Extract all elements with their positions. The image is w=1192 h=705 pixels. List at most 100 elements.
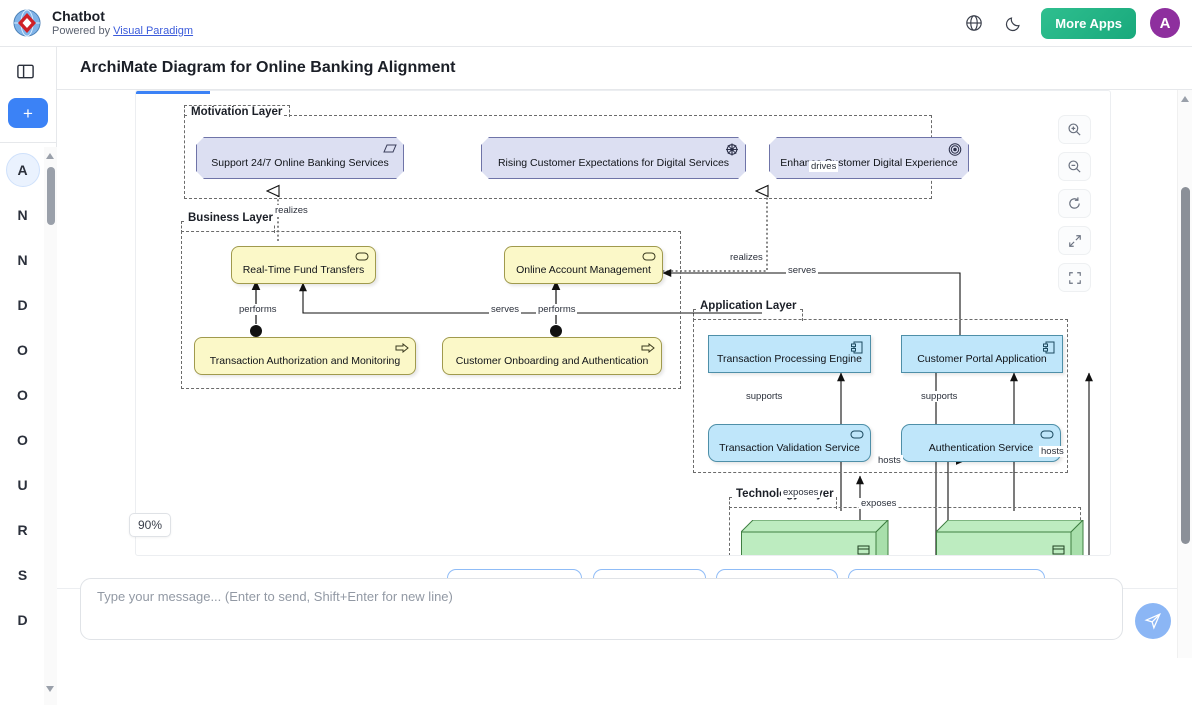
page-scrollbar-thumb[interactable] [1181,187,1190,544]
node-label: Transaction Authorization and Monitoring [209,354,401,367]
layer-application-label: Application Layer [698,300,799,312]
moon-icon[interactable] [1001,10,1027,36]
node-technology-1[interactable] [741,520,889,555]
send-button[interactable] [1135,603,1171,639]
reset-zoom-icon[interactable] [1058,189,1091,218]
zoom-out-icon[interactable] [1058,152,1091,181]
layer-business [181,231,681,389]
rail-item-7[interactable]: U [0,462,45,507]
layer-motivation-tab [184,105,290,117]
rail-item-9[interactable]: S [0,552,45,597]
rail-scrollbar[interactable] [44,147,57,705]
page-scrollbar[interactable] [1177,90,1192,658]
node-enhance-cx[interactable]: Enhance Customer Digital Experience [769,137,969,179]
header-actions: More Apps A [961,7,1180,39]
rail-item-1[interactable]: N [0,192,45,237]
edge-label-supports-1: supports [744,391,785,402]
canvas-tab-underline [136,91,210,94]
rail-item-label-7: U [17,476,28,493]
node-label: Customer Onboarding and Authentication [455,354,649,367]
new-chat-button[interactable]: + [8,98,48,128]
driver-icon [725,143,739,156]
layer-business-label: Business Layer [186,212,276,224]
visual-paradigm-link[interactable]: Visual Paradigm [113,24,194,37]
node-technology-2[interactable] [936,520,1084,555]
rail-item-8[interactable]: R [0,507,45,552]
node-authentication-service[interactable]: Authentication Service [901,424,1061,462]
rail-item-2[interactable]: N [0,237,45,282]
globe-icon[interactable] [961,10,987,36]
node-customer-portal-application[interactable]: Customer Portal Application [901,335,1063,373]
zoom-level-badge[interactable]: 90% [129,513,172,537]
rail-item-label-6: O [17,431,28,448]
node-label: Transaction Processing Engine [717,352,862,365]
send-icon [1144,613,1161,630]
rail-item-0[interactable]: A [0,147,45,192]
rail-item-label-5: O [17,386,28,403]
more-apps-button[interactable]: More Apps [1041,7,1136,39]
layer-application [693,319,1068,473]
edge-label-performs-1: performs [237,304,279,315]
message-input[interactable] [81,579,1122,639]
fit-screen-icon[interactable] [1058,263,1091,292]
node-label: Transaction Validation Service [719,441,860,454]
rail-item-label-0: A [5,152,40,187]
node-label: Online Account Management [516,263,651,276]
brand-subtitle: Powered by Visual Paradigm [52,25,193,37]
avatar[interactable]: A [1150,8,1180,38]
rail-item-label-4: O [17,341,28,358]
archimate-diagram: Motivation Layer Support 24/7 Online Ban… [136,91,1110,555]
application-service-icon [850,430,864,443]
node-label: Support 24/7 Online Banking Services [211,156,389,169]
node-label: Rising Customer Expectations for Digital… [497,156,730,169]
rail-scrollbar-thumb[interactable] [46,167,55,225]
rail-divider [0,142,57,143]
panel-toggle-icon[interactable] [10,56,40,86]
rail-item-label-10: D [17,611,28,628]
brand-text: Chatbot Powered by Visual Paradigm [52,8,193,37]
scroll-up-arrow-icon[interactable] [46,153,55,162]
rail-item-3[interactable]: D [0,282,45,327]
expand-icon[interactable] [1058,226,1091,255]
requirement-icon [383,143,397,156]
rail-item-label-2: N [17,251,28,268]
canvas-toolbar [1058,115,1091,292]
business-service-icon [355,252,369,265]
edge-label-hosts-2: hosts [1039,446,1066,457]
rail-item-6[interactable]: O [0,417,45,462]
business-service-icon [642,252,656,265]
node-real-time-fund-transfers[interactable]: Real-Time Fund Transfers [231,246,376,284]
application-component-icon [1042,341,1056,354]
page-title: ArchiMate Diagram for Online Banking Ali… [80,59,456,76]
node-transaction-authorization[interactable]: Transaction Authorization and Monitoring [194,337,416,375]
rail-item-5[interactable]: O [0,372,45,417]
brand-block: Chatbot Powered by Visual Paradigm [12,8,193,38]
visual-paradigm-logo-icon [12,8,42,38]
scroll-up-arrow-icon[interactable] [1181,96,1189,102]
message-composer[interactable] [80,578,1123,640]
business-process-icon [641,342,655,356]
node-online-account-management[interactable]: Online Account Management [504,246,663,284]
node-transaction-validation-service[interactable]: Transaction Validation Service [708,424,871,462]
edge-label-performs-2: performs [536,304,578,315]
zoom-in-icon[interactable] [1058,115,1091,144]
scroll-down-arrow-icon[interactable] [46,686,55,695]
content-region: Motivation Layer Support 24/7 Online Ban… [57,90,1192,658]
node-transaction-processing-engine[interactable]: Transaction Processing Engine [708,335,871,373]
application-service-icon [1040,430,1054,443]
node-support-24-7[interactable]: Support 24/7 Online Banking Services [196,137,404,179]
powered-by-text: Powered by [52,24,114,37]
rail-item-10[interactable]: D [0,597,45,642]
node-customer-onboarding[interactable]: Customer Onboarding and Authentication [442,337,662,375]
diagram-canvas[interactable]: Motivation Layer Support 24/7 Online Ban… [136,91,1110,555]
node-label: Customer Portal Application [917,352,1047,365]
edge-label-supports-2: supports [919,391,960,402]
edge-label-exposes-1: exposes [781,487,821,498]
rail-item-4[interactable]: O [0,327,45,372]
rail-item-list: A N N D O O O U R S D [0,147,45,652]
diagram-canvas-card[interactable]: Motivation Layer Support 24/7 Online Ban… [135,90,1111,556]
node-label: Authentication Service [928,441,1034,454]
node-rising-expectations[interactable]: Rising Customer Expectations for Digital… [481,137,746,179]
rail-item-label-8: R [17,521,28,538]
business-process-icon [395,342,409,356]
